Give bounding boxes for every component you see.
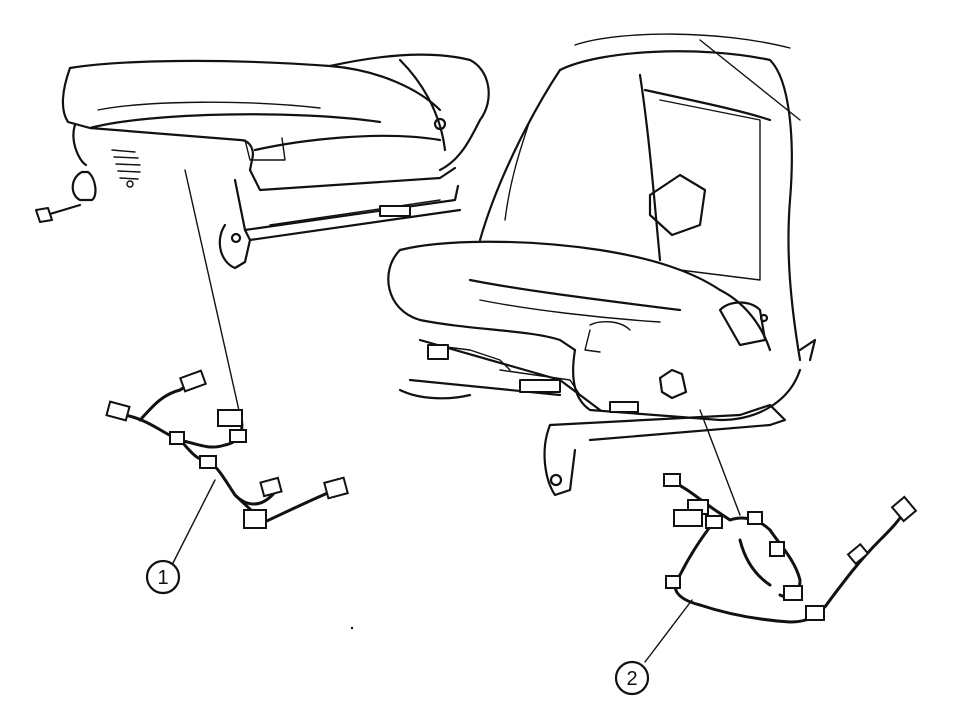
connector — [747, 511, 763, 525]
leader-lines — [172, 169, 741, 663]
connector — [783, 585, 803, 601]
connector — [323, 476, 349, 500]
connector — [769, 541, 785, 557]
connector — [663, 473, 681, 487]
connector — [229, 429, 247, 443]
connector — [805, 605, 825, 621]
callout-1: 1 — [145, 559, 181, 595]
callout-2-label: 2 — [626, 668, 637, 690]
left-seat — [35, 53, 490, 270]
connector — [178, 369, 208, 393]
connector — [259, 476, 283, 498]
connector — [105, 400, 131, 422]
wiring-harness-1 — [105, 369, 349, 529]
connector — [705, 515, 723, 529]
wiring-harness-2 — [663, 473, 918, 624]
callout-1-label: 1 — [157, 567, 168, 589]
connector — [846, 542, 870, 566]
callout-2: 2 — [614, 660, 650, 696]
connector — [169, 431, 185, 445]
right-seat — [387, 33, 817, 497]
connector — [243, 509, 267, 529]
connector — [199, 455, 217, 469]
connector — [673, 509, 703, 527]
connector — [217, 409, 243, 427]
connector — [665, 575, 681, 589]
connector — [890, 495, 918, 523]
speck — [350, 626, 354, 630]
